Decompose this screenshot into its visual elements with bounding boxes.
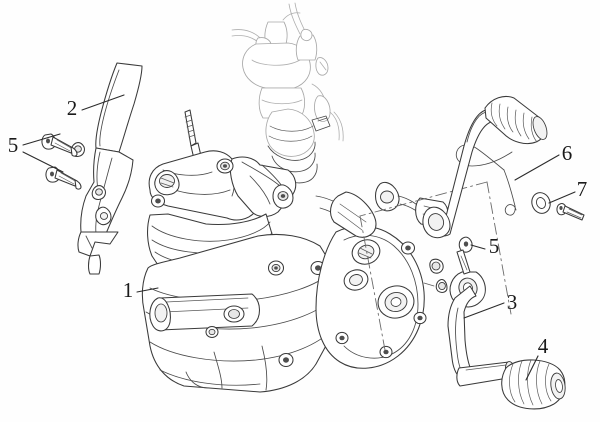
leader-lines [22,94,576,381]
part-screw-lower-left [45,166,82,190]
leader-1 [136,287,159,293]
leader-7 [548,191,576,204]
part-rubber-pedal-boot [501,359,566,410]
callout-label-2: 2 [67,96,78,120]
callout-label-1: 1 [123,278,134,302]
part-screw-lever-pivot [456,236,473,275]
leader-6 [514,154,560,181]
leader-5b [470,244,486,250]
callout-label-6: 6 [562,141,573,165]
leader-4 [525,355,539,381]
callout-label-3: 3 [507,290,518,314]
callout-label-7: 7 [577,177,588,201]
callout-label-5b: 5 [489,234,500,258]
leader-5a-upper [22,133,61,146]
callout-labels: 1 2 3 4 5 5 6 7 [8,96,588,358]
part-kick-start-lever [422,95,548,239]
part-screw-upper-left [41,133,78,157]
kick-lever-foot-grip [484,95,548,145]
leader-5a-lower [22,151,64,173]
part-return-spring [455,144,517,216]
part-washer [531,192,551,214]
callout-label-4: 4 [538,334,549,358]
phantom-alignment-line [359,181,512,351]
leader-2 [81,94,125,111]
part-cylinder-guard-shield [70,62,143,275]
leader-3 [463,302,505,319]
callout-label-5: 5 [8,133,19,157]
part-gear-shift-lever [423,271,516,387]
part-washer-bolt [556,203,585,221]
intake-manifold-ghost [265,108,331,184]
